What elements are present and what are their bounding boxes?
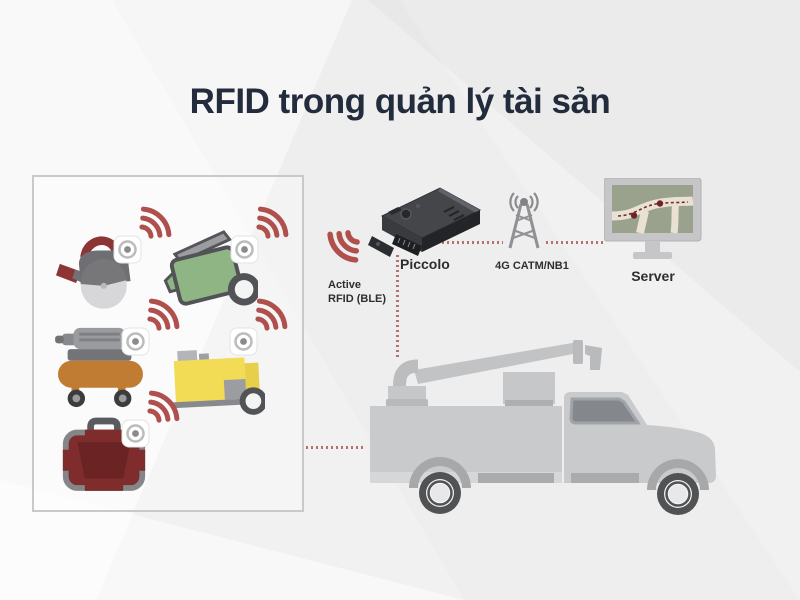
server-label: Server <box>631 268 675 284</box>
page-title: RFID trong quản lý tài sản <box>189 82 611 121</box>
piccolo-label: Piccolo <box>400 256 450 272</box>
wifi-signal-icon <box>229 298 288 356</box>
rfid-tag-with-signal <box>121 385 185 449</box>
asset-circular-saw <box>56 205 181 315</box>
rfid-tag-icon <box>113 235 142 264</box>
tagged-assets-box <box>32 175 304 512</box>
connector-tower-server <box>546 241 604 244</box>
rfid-tag-with-signal <box>230 201 294 265</box>
rfid-tag-with-signal <box>229 293 293 357</box>
asset-pressure-washer <box>167 298 295 415</box>
toolbox-icon <box>62 417 146 491</box>
active-rfid-label: Active RFID (BLE) <box>328 279 387 305</box>
asset-air-compressor <box>54 298 184 412</box>
utility-truck-icon <box>370 340 716 515</box>
asset-generator-cart <box>160 203 289 318</box>
map-monitor-icon <box>604 178 702 259</box>
wifi-signal-icon <box>121 298 180 356</box>
circular-saw-icon <box>56 236 131 309</box>
network-label: 4G CATM/NB1 <box>495 260 569 272</box>
connector-piccolo-tower <box>437 241 503 244</box>
active-rfid-signal-icon <box>327 230 360 263</box>
pressure-washer-icon <box>172 350 265 415</box>
rfid-tag-icon <box>121 419 150 448</box>
truck-front-wheel <box>657 473 699 515</box>
wifi-signal-icon <box>113 206 172 264</box>
piccolo-device-icon <box>368 187 482 257</box>
wifi-signal-icon <box>230 206 289 264</box>
wifi-signal-icon <box>121 390 180 448</box>
rfid-tag-with-signal <box>113 201 177 265</box>
connector-piccolo-truck <box>396 255 399 359</box>
rfid-tag-with-signal <box>121 293 185 357</box>
generator-cart-icon <box>163 230 258 306</box>
truck-rear-wheel <box>419 472 461 514</box>
cell-tower-icon <box>508 192 540 249</box>
rfid-tag-icon <box>229 327 258 356</box>
asset-toolbox <box>60 387 185 492</box>
rfid-tag-icon <box>230 235 259 264</box>
rfid-tag-icon <box>121 327 150 356</box>
connector-assets-truck <box>306 446 364 449</box>
air-compressor-icon <box>55 327 143 408</box>
